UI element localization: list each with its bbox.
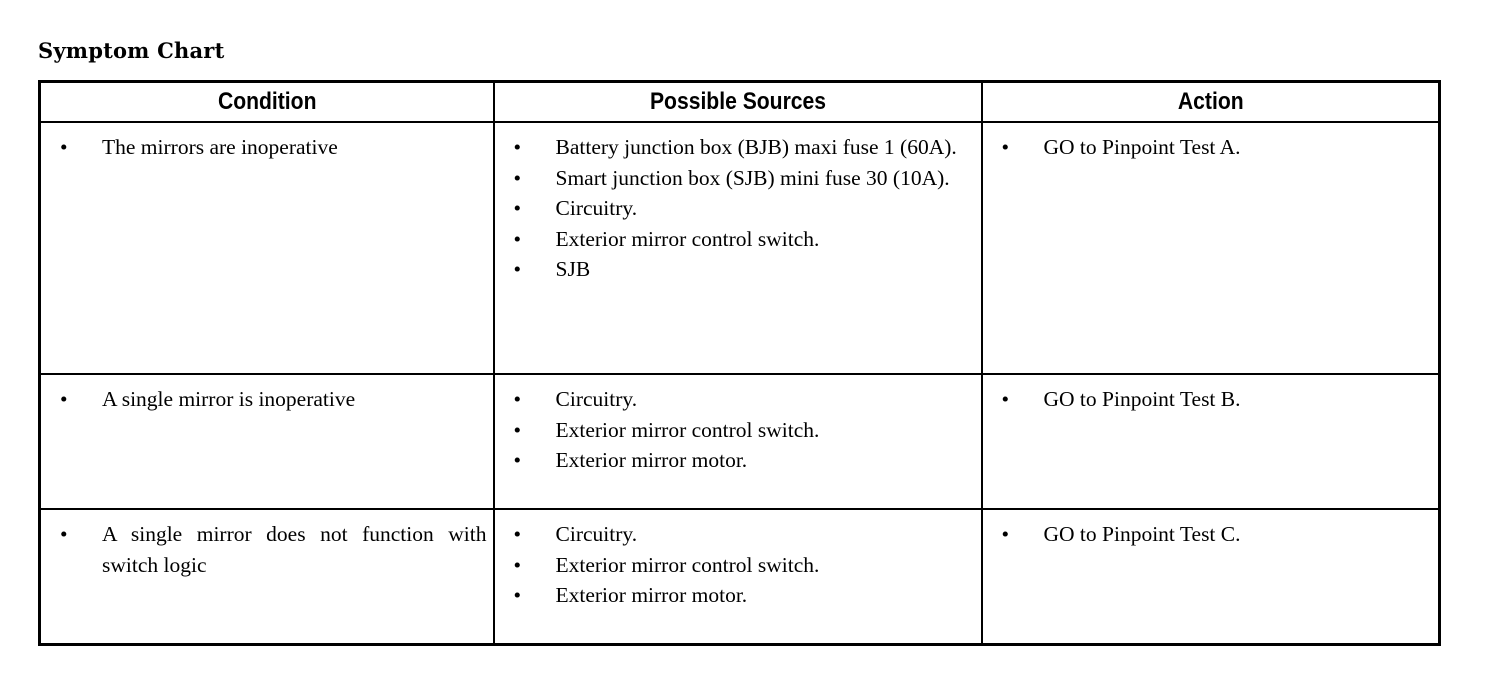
- list-item-text: Battery junction box (BJB) maxi fuse 1 (…: [555, 135, 957, 159]
- list-item: • GO to Pinpoint Test B.: [989, 384, 1433, 415]
- table-body: • The mirrors are inoperative • Battery …: [38, 121, 1441, 646]
- cell-inner: • GO to Pinpoint Test A.: [983, 123, 1439, 175]
- bullet-icon: •: [513, 552, 522, 577]
- cell-inner: • The mirrors are inoperative: [41, 123, 493, 175]
- list-item-text: Circuitry.: [555, 196, 638, 220]
- action-list: • GO to Pinpoint Test A.: [989, 132, 1433, 163]
- cell-condition: • A single mirror is inoperative: [38, 373, 495, 510]
- column-header-action: Action: [1008, 80, 1413, 123]
- list-item: • Exterior mirror motor.: [501, 580, 975, 611]
- list-item: • Circuitry.: [501, 519, 975, 550]
- list-item-text: A single mirror does not function with s…: [102, 522, 487, 577]
- bullet-icon: •: [513, 165, 522, 190]
- bullet-icon: •: [60, 522, 68, 546]
- column-header-possible-sources: Possible Sources: [521, 80, 954, 123]
- bullet-icon: •: [513, 387, 522, 411]
- list-item-text: Exterior mirror control switch.: [555, 417, 820, 442]
- action-list: • GO to Pinpoint Test C.: [989, 519, 1433, 550]
- page-title: Symptom Chart: [38, 38, 225, 63]
- condition-list: • A single mirror does not function with…: [47, 519, 487, 580]
- cell-inner: • Battery junction box (BJB) maxi fuse 1…: [495, 123, 981, 297]
- list-item: • GO to Pinpoint Test C.: [989, 519, 1433, 550]
- bullet-icon: •: [513, 583, 522, 607]
- bullet-icon: •: [513, 417, 522, 442]
- bullet-icon: •: [513, 135, 522, 159]
- bullet-icon: •: [513, 257, 522, 281]
- list-item: • GO to Pinpoint Test A.: [989, 132, 1433, 163]
- bullet-icon: •: [1001, 387, 1010, 411]
- cell-action: • GO to Pinpoint Test A.: [980, 121, 1441, 375]
- bullet-icon: •: [60, 135, 68, 159]
- cell-inner: • A single mirror is inoperative: [41, 375, 493, 427]
- table-header: Condition Possible Sources Action: [40, 80, 1440, 123]
- bullet-icon: •: [513, 226, 522, 251]
- list-item-text: Circuitry.: [555, 522, 638, 546]
- bullet-icon: •: [1001, 135, 1010, 159]
- bullet-icon: •: [1001, 522, 1010, 546]
- table-row: • A single mirror does not function with…: [38, 508, 1441, 646]
- list-item-text: Circuitry.: [555, 387, 638, 411]
- table-row: • The mirrors are inoperative • Battery …: [38, 121, 1441, 375]
- list-item-text: Exterior mirror control switch.: [555, 552, 820, 577]
- action-list: • GO to Pinpoint Test B.: [989, 384, 1433, 415]
- possible-sources-list: • Battery junction box (BJB) maxi fuse 1…: [501, 132, 975, 285]
- cell-possible-sources: • Circuitry. • Exterior mirror control s…: [492, 508, 983, 646]
- list-item-text: Exterior mirror motor.: [555, 448, 748, 472]
- list-item-text: Exterior mirror control switch.: [555, 226, 820, 251]
- list-item: • SJB: [501, 254, 975, 285]
- list-item: • The mirrors are inoperative: [47, 132, 487, 163]
- list-item-text: The mirrors are inoperative: [102, 135, 338, 159]
- column-header-condition: Condition: [65, 80, 468, 123]
- list-item: • A single mirror is inoperative: [47, 384, 487, 415]
- cell-condition: • A single mirror does not function with…: [38, 508, 495, 646]
- cell-action: • GO to Pinpoint Test C.: [980, 508, 1441, 646]
- list-item: • Smart junction box (SJB) mini fuse 30 …: [501, 163, 975, 194]
- cell-inner: • Circuitry. • Exterior mirror control s…: [495, 510, 981, 623]
- list-item: • Battery junction box (BJB) maxi fuse 1…: [501, 132, 975, 163]
- cell-possible-sources: • Battery junction box (BJB) maxi fuse 1…: [492, 121, 983, 375]
- cell-action: • GO to Pinpoint Test B.: [980, 373, 1441, 510]
- possible-sources-list: • Circuitry. • Exterior mirror control s…: [501, 384, 975, 476]
- cell-inner: • A single mirror does not function with…: [41, 510, 493, 592]
- list-item-text: Exterior mirror motor.: [555, 583, 748, 607]
- cell-possible-sources: • Circuitry. • Exterior mirror control s…: [492, 373, 983, 510]
- bullet-icon: •: [60, 387, 68, 411]
- bullet-icon: •: [513, 448, 522, 472]
- list-item: • Circuitry.: [501, 384, 975, 415]
- possible-sources-list: • Circuitry. • Exterior mirror control s…: [501, 519, 975, 611]
- bullet-icon: •: [513, 522, 522, 546]
- header-row: Condition Possible Sources Action: [40, 80, 1440, 123]
- list-item: • Exterior mirror control switch.: [501, 415, 975, 446]
- list-item-text: GO to Pinpoint Test C.: [1043, 522, 1241, 546]
- condition-list: • The mirrors are inoperative: [47, 132, 487, 163]
- list-item-text: GO to Pinpoint Test B.: [1043, 387, 1241, 411]
- list-item: • Exterior mirror motor.: [501, 445, 975, 476]
- list-item-text: A single mirror is inoperative: [102, 387, 356, 411]
- list-item-text: GO to Pinpoint Test A.: [1043, 135, 1241, 159]
- table-row: • A single mirror is inoperative • Circu…: [38, 373, 1441, 510]
- list-item-text: Smart junction box (SJB) mini fuse 30 (1…: [555, 165, 950, 190]
- cell-inner: • GO to Pinpoint Test B.: [983, 375, 1439, 427]
- cell-condition: • The mirrors are inoperative: [38, 121, 495, 375]
- cell-inner: • GO to Pinpoint Test C.: [983, 510, 1439, 562]
- list-item: • Exterior mirror control switch.: [501, 550, 975, 581]
- bullet-icon: •: [513, 196, 522, 220]
- list-item: • Circuitry.: [501, 193, 975, 224]
- condition-list: • A single mirror is inoperative: [47, 384, 487, 415]
- list-item-text: SJB: [555, 257, 591, 281]
- list-item: • A single mirror does not function with…: [47, 519, 487, 580]
- list-item: • Exterior mirror control switch.: [501, 224, 975, 255]
- cell-inner: • Circuitry. • Exterior mirror control s…: [495, 375, 981, 488]
- symptom-chart-table: Condition Possible Sources Action • The …: [38, 80, 1441, 646]
